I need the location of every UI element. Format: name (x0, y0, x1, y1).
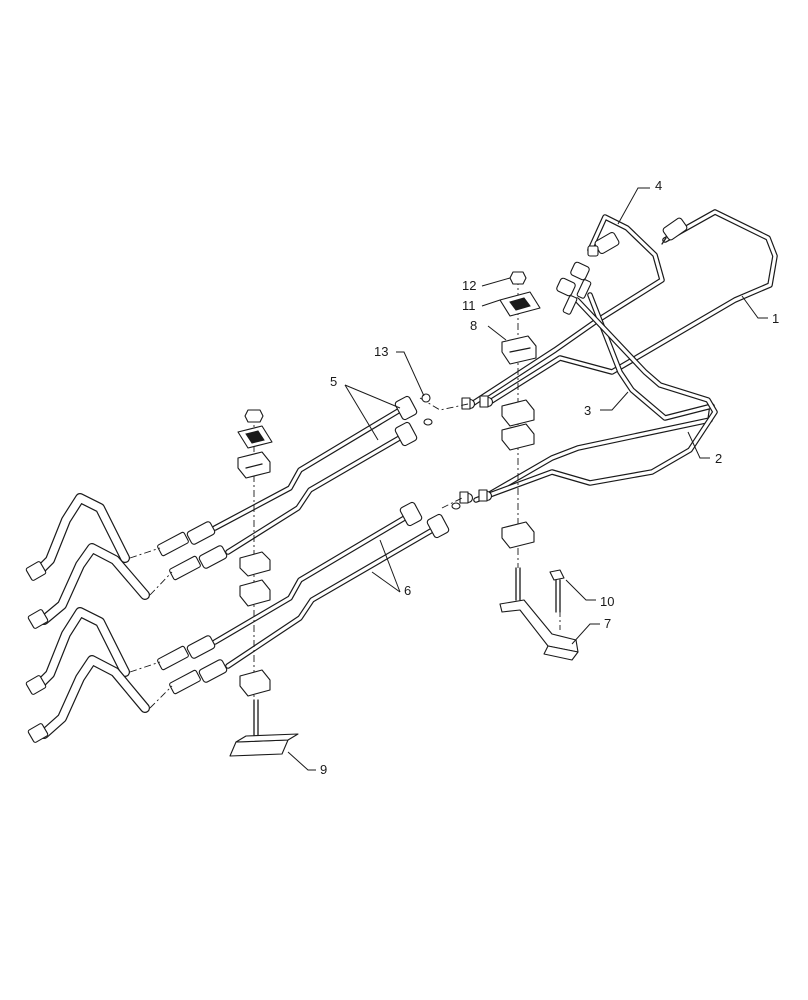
callout-8: 8 (470, 318, 507, 341)
tube-fittings-upper (461, 395, 494, 410)
callout-12: 12 (462, 277, 511, 293)
nut-12 (509, 271, 527, 285)
tube-6-lower (169, 513, 450, 695)
tube-fittings-lower (459, 489, 493, 504)
washers (421, 393, 461, 510)
clamp-half-right-4 (501, 521, 535, 549)
svg-text:2: 2 (715, 451, 722, 466)
svg-text:7: 7 (604, 616, 611, 631)
nut-left (244, 409, 264, 423)
clamp-half-left-2 (239, 551, 271, 577)
callout-10: 10 (565, 579, 614, 609)
hose-3 (25, 607, 130, 695)
hose-1 (25, 493, 130, 581)
clamp-plate-11 (499, 291, 541, 317)
svg-text:10: 10 (600, 594, 614, 609)
hose-2 (27, 543, 150, 629)
tube-4 (469, 214, 665, 407)
callout-2: 2 (687, 431, 722, 466)
callout-1: 1 (741, 295, 779, 326)
callout-5: 5 (330, 374, 401, 441)
clamp-plate-left (237, 425, 273, 449)
hose-4 (27, 655, 150, 743)
bracket-7 (499, 567, 579, 661)
svg-text:3: 3 (584, 403, 591, 418)
fitting-tube-4-end (587, 231, 620, 257)
clamp-half-right-2 (501, 399, 535, 427)
svg-text:4: 4 (655, 178, 662, 193)
tube-1 (487, 209, 778, 405)
callout-13: 13 (374, 344, 425, 397)
tube-5-upper (157, 395, 418, 557)
bracket-9 (229, 699, 299, 757)
svg-text:8: 8 (470, 318, 477, 333)
svg-text:11: 11 (462, 298, 476, 313)
clamp-half-left-4 (239, 669, 271, 697)
callout-3: 3 (584, 391, 629, 418)
callout-9: 9 (287, 751, 327, 777)
tube-2 (473, 297, 718, 503)
clamp-half-right-3 (501, 423, 535, 451)
svg-text:5: 5 (330, 374, 337, 389)
bolt-10 (549, 569, 565, 613)
svg-text:12: 12 (462, 278, 476, 293)
callout-7: 7 (571, 616, 611, 645)
svg-text:13: 13 (374, 344, 388, 359)
callout-4: 4 (617, 178, 662, 225)
callout-6: 6 (371, 539, 411, 598)
tube-5-lower (169, 421, 418, 581)
svg-text:6: 6 (404, 583, 411, 598)
hose-connection-lines (129, 547, 173, 709)
svg-text:1: 1 (772, 311, 779, 326)
svg-text:9: 9 (320, 762, 327, 777)
fitting-tube-1-end (661, 217, 688, 245)
clamp-half-8 (501, 335, 537, 365)
clamp-half-left-1 (237, 451, 271, 479)
clamp-half-left-3 (239, 579, 271, 607)
hose-fitting-upper (570, 261, 592, 299)
callout-11: 11 (462, 298, 501, 313)
hose-fitting-lower (556, 277, 578, 315)
tube-6-upper (157, 501, 423, 671)
